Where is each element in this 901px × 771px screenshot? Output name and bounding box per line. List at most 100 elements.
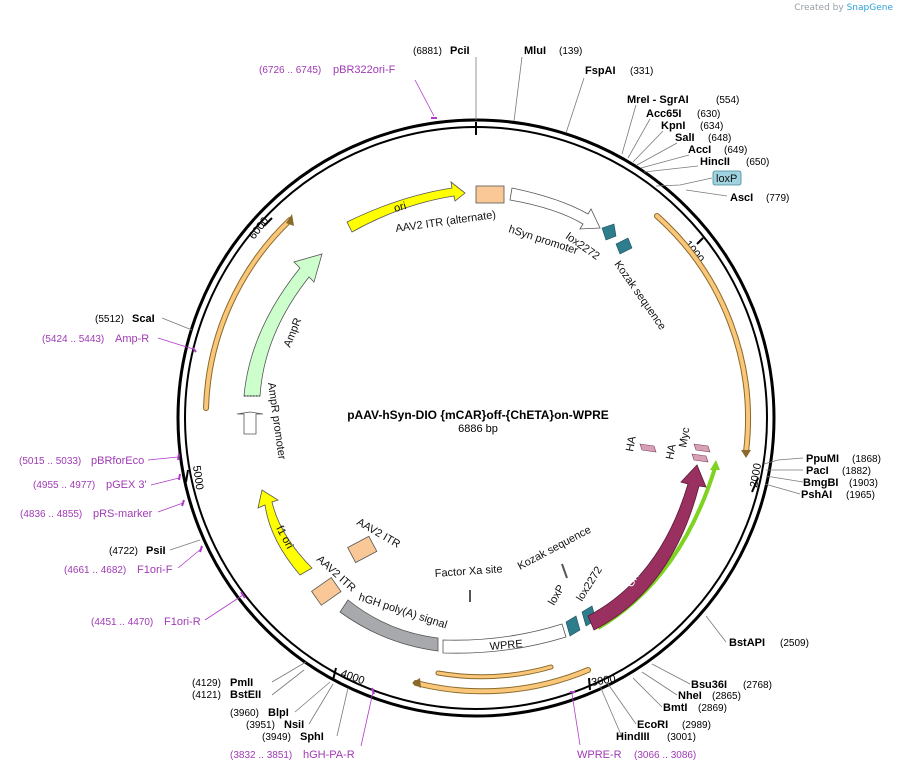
factor-xa-label: Factor Xa site bbox=[434, 563, 503, 580]
enzyme-name-bstapi: BstAPI bbox=[729, 637, 765, 649]
enzyme-pos-fspai: (331) bbox=[630, 66, 653, 77]
primer-name-pbr322ori-f: pBR322ori-F bbox=[333, 64, 396, 76]
enzyme-name-hincii: HincII bbox=[700, 156, 730, 168]
primer-pos-wpre-r: (3066 .. 3086) bbox=[634, 750, 696, 761]
loxp-bot-label: loxP bbox=[546, 583, 567, 608]
primer-pos-pbr322ori-f: (6726 .. 6745) bbox=[259, 65, 321, 76]
tick-marks bbox=[185, 122, 759, 691]
credit-prefix: Created by bbox=[794, 3, 844, 13]
hgh-feature bbox=[339, 599, 439, 652]
primer-pos-pbrforeco: (5015 .. 5033) bbox=[19, 456, 81, 467]
snapgene-credit: Created by SnapGene bbox=[794, 3, 893, 13]
enzyme-pos-mrei-sgrai: (554) bbox=[716, 95, 739, 106]
ori-label: ori bbox=[393, 200, 408, 215]
itr-alt-label: AAV2 ITR (alternate) bbox=[395, 209, 497, 235]
enzyme-pos-sphi: (3949) bbox=[262, 732, 291, 743]
primer-name-wpre-r: WPRE-R bbox=[577, 749, 622, 761]
lox2272-top bbox=[601, 223, 617, 241]
orange-arc-heads bbox=[286, 214, 751, 688]
loxp-box-label: loxP bbox=[716, 173, 737, 185]
enzyme-name-psii: PsiI bbox=[146, 545, 166, 557]
myc-label: Myc bbox=[677, 426, 692, 448]
f1ori-feature bbox=[257, 489, 313, 576]
enzyme-pos-ecori: (2989) bbox=[682, 720, 711, 731]
primer-pos-f1ori-r: (4451 .. 4470) bbox=[91, 617, 153, 628]
enzyme-pos-bsteii: (4121) bbox=[192, 690, 221, 701]
hsyn-promoter-feature bbox=[509, 187, 601, 230]
enzyme-name-ppumi: PpuMI bbox=[806, 453, 839, 465]
chr2-outline-head bbox=[710, 460, 720, 470]
enzyme-name-fspai: FspAI bbox=[585, 65, 616, 77]
enzyme-name-bmgbi: BmgBI bbox=[803, 477, 838, 489]
enzyme-name-sali: SalI bbox=[675, 132, 695, 144]
ampr-promoter-label: AmpR promoter bbox=[265, 382, 288, 461]
enzyme-pos-bstapi: (2509) bbox=[780, 638, 809, 649]
ori-feature bbox=[346, 181, 466, 233]
enzyme-name-asci: AscI bbox=[730, 192, 753, 204]
primer-pos-f1ori-f: (4661 .. 4682) bbox=[64, 565, 126, 576]
primer-name-f1ori-f: F1ori-F bbox=[137, 564, 173, 576]
enzyme-pos-scai: (5512) bbox=[95, 314, 124, 325]
itr-alt-box bbox=[475, 185, 505, 204]
enzyme-name-bsu36i: Bsu36I bbox=[691, 679, 727, 691]
enzyme-pos-acc65i: (630) bbox=[697, 109, 720, 120]
ha2-marker bbox=[691, 453, 709, 463]
enzyme-name-mrei-sgrai: MreI - SgrAI bbox=[627, 94, 689, 106]
wpre-label: WPRE bbox=[489, 638, 523, 653]
ampr-feature bbox=[243, 253, 323, 397]
orange-arcs bbox=[203, 213, 751, 695]
primer-name-pbrforeco: pBRforEco bbox=[91, 455, 144, 467]
enzyme-pos-hincii: (650) bbox=[746, 157, 769, 168]
enzyme-name-scai: ScaI bbox=[132, 313, 155, 325]
enzyme-name-pmli: PmlI bbox=[230, 677, 253, 689]
loxp-box bbox=[712, 170, 742, 186]
enzyme-name-mlui: MluI bbox=[524, 45, 546, 57]
primer-pos-pgex3: (4955 .. 4977) bbox=[33, 480, 95, 491]
enzyme-name-bsteii: BstEII bbox=[230, 689, 261, 701]
enzyme-pos-nhei: (2865) bbox=[712, 691, 741, 702]
primer-name-f1ori-r: F1ori-R bbox=[164, 616, 201, 628]
tick-6000: 6000 bbox=[247, 215, 272, 242]
lox2272-bot-label: lox2272 bbox=[574, 565, 605, 604]
enzyme-pos-acci: (649) bbox=[724, 145, 747, 156]
enzyme-pos-psii: (4722) bbox=[109, 546, 138, 557]
enzyme-name-acc65i: Acc65I bbox=[646, 108, 681, 120]
enzyme-name-blpi: BlpI bbox=[268, 707, 289, 719]
enzyme-name-pcii: PciI bbox=[450, 45, 470, 57]
kozak-bot-marker bbox=[561, 563, 568, 579]
enzyme-pos-bsu36i: (2768) bbox=[743, 680, 772, 691]
kozak-top-label: Kozak sequence bbox=[612, 259, 668, 333]
myc-marker bbox=[693, 443, 711, 453]
itr-mid-box bbox=[347, 535, 378, 564]
enzyme-pos-pcii: (6881) bbox=[413, 46, 442, 57]
kozak-bot-label: Kozak sequence bbox=[516, 524, 593, 573]
enzyme-pos-kpni: (634) bbox=[700, 121, 723, 132]
enzyme-name-paci: PacI bbox=[806, 465, 829, 477]
enzyme-name-sphi: SphI bbox=[300, 731, 324, 743]
enzyme-name-kpni: KpnI bbox=[661, 120, 685, 132]
ha2-label: HA bbox=[664, 443, 679, 461]
chr2-feature bbox=[587, 464, 707, 631]
primer-name-amp-r: Amp-R bbox=[115, 333, 149, 345]
itr-bot-box bbox=[311, 577, 342, 606]
enzyme-name-hindiii: HindIII bbox=[616, 731, 650, 743]
enzyme-name-pshai: PshAI bbox=[801, 489, 832, 501]
snapgene-brand: SnapGene bbox=[846, 3, 893, 13]
enzyme-pos-blpi: (3960) bbox=[230, 708, 259, 719]
enzyme-pos-paci: (1882) bbox=[842, 466, 871, 477]
leader-lines bbox=[161, 56, 804, 738]
enzyme-pos-hindiii: (3001) bbox=[667, 732, 696, 743]
kozak-top-marker bbox=[615, 237, 633, 255]
enzyme-pos-sali: (648) bbox=[708, 133, 731, 144]
enzyme-name-ecori: EcoRI bbox=[637, 719, 668, 731]
enzyme-name-bmti: BmtI bbox=[663, 702, 687, 714]
loxp-bot bbox=[565, 615, 581, 637]
ha1-marker bbox=[639, 443, 657, 453]
primer-leader-lines bbox=[147, 79, 581, 747]
ha1-label: HA bbox=[624, 435, 639, 453]
enzyme-pos-bmgbi: (1903) bbox=[849, 478, 878, 489]
tick-3000: 3000 bbox=[590, 673, 616, 689]
ampr-label: AmpR bbox=[282, 316, 305, 349]
primer-pos-prs-marker: (4836 .. 4855) bbox=[20, 509, 82, 520]
